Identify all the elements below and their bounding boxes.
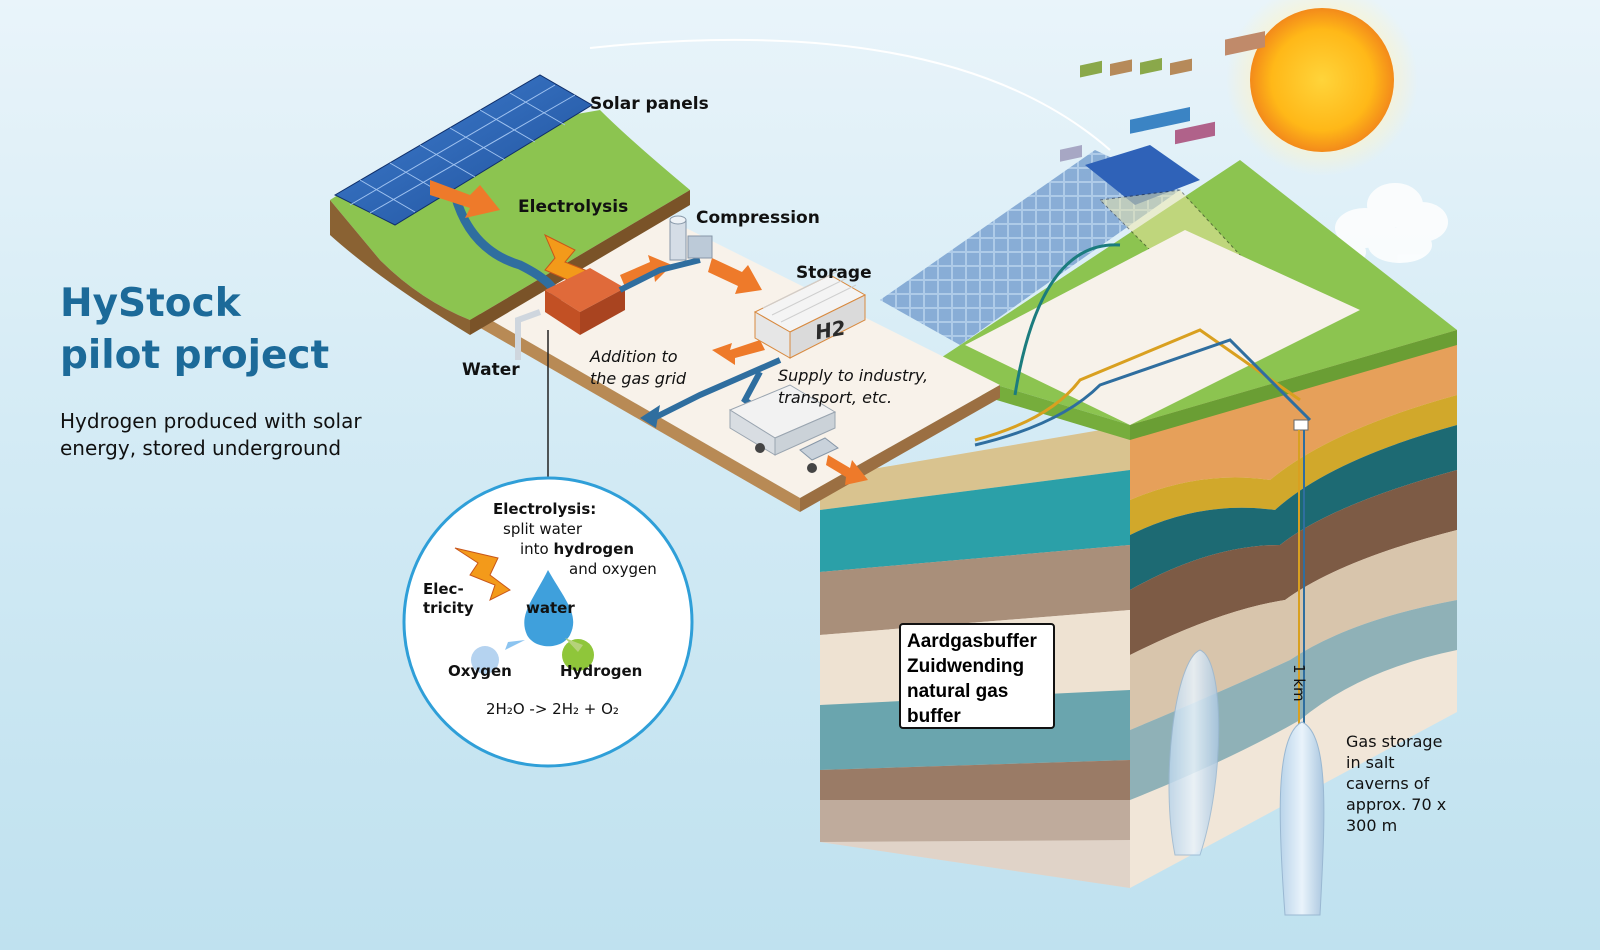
gas-buffer-box: Aardgasbuffer Zuidwending natural gas bu… bbox=[899, 623, 1055, 729]
label-water: Water bbox=[462, 360, 520, 380]
callout-heading: Electrolysis: bbox=[493, 500, 597, 518]
callout-oxygen-label: Oxygen bbox=[448, 662, 512, 680]
solar-panels-icon bbox=[333, 74, 593, 226]
callout-electricity-2: tricity bbox=[423, 599, 474, 617]
title-line-2: pilot project bbox=[60, 333, 330, 378]
callout-line-2-bold: hydrogen bbox=[553, 540, 635, 558]
callout-line-2-prefix: into bbox=[520, 540, 554, 558]
ground-block bbox=[820, 160, 1457, 888]
zoom-arc bbox=[589, 38, 1111, 151]
callout-lightning-icon bbox=[454, 547, 511, 601]
water-drop-icon bbox=[524, 570, 574, 647]
compression-unit bbox=[669, 215, 713, 261]
callout-hydrogen-label: Hydrogen bbox=[560, 662, 643, 680]
label-solar-panels: Solar panels bbox=[590, 94, 709, 114]
grid-arrow-head bbox=[640, 405, 660, 428]
truck-icon bbox=[728, 384, 839, 473]
sun-icon bbox=[1226, 0, 1418, 176]
title-line-1: HyStock bbox=[60, 281, 241, 326]
water-inlet-pipe bbox=[515, 309, 542, 360]
label-supply-industry: Supply to industry, transport, etc. bbox=[778, 366, 929, 407]
callout-line-3: and oxygen bbox=[569, 560, 657, 578]
callout-electricity-1: Elec- bbox=[423, 580, 464, 598]
label-compression: Compression bbox=[696, 208, 820, 228]
callout-equation: 2H₂O -> 2H₂ + O₂ bbox=[486, 700, 619, 718]
cavern-description: Gas storage in salt caverns of approx. 7… bbox=[1346, 732, 1447, 835]
electrolyser-unit bbox=[545, 268, 625, 335]
label-storage: Storage bbox=[796, 263, 872, 283]
plant-area bbox=[965, 31, 1360, 447]
label-electrolysis: Electrolysis bbox=[518, 197, 629, 217]
depth-label: 1 km bbox=[1290, 664, 1308, 702]
oxygen-ball bbox=[471, 646, 499, 674]
salt-cavern-main bbox=[1279, 721, 1325, 916]
electrolysis-callout bbox=[402, 476, 694, 768]
subtitle: Hydrogen produced with solar energy, sto… bbox=[60, 409, 362, 460]
salt-cavern-secondary bbox=[1168, 649, 1220, 856]
callout-water-label: water bbox=[526, 599, 575, 617]
label-addition-gas-grid: Addition to the gas grid bbox=[590, 347, 687, 388]
storage-tanks bbox=[753, 270, 867, 359]
well-shaft bbox=[1293, 419, 1309, 725]
callout-line-1: split water bbox=[503, 520, 583, 538]
flow-arrows bbox=[430, 180, 868, 485]
hydrogen-ball bbox=[562, 639, 594, 671]
callout-line-2: into hydrogen bbox=[520, 540, 634, 558]
page-title: HyStock pilot project bbox=[60, 278, 329, 382]
